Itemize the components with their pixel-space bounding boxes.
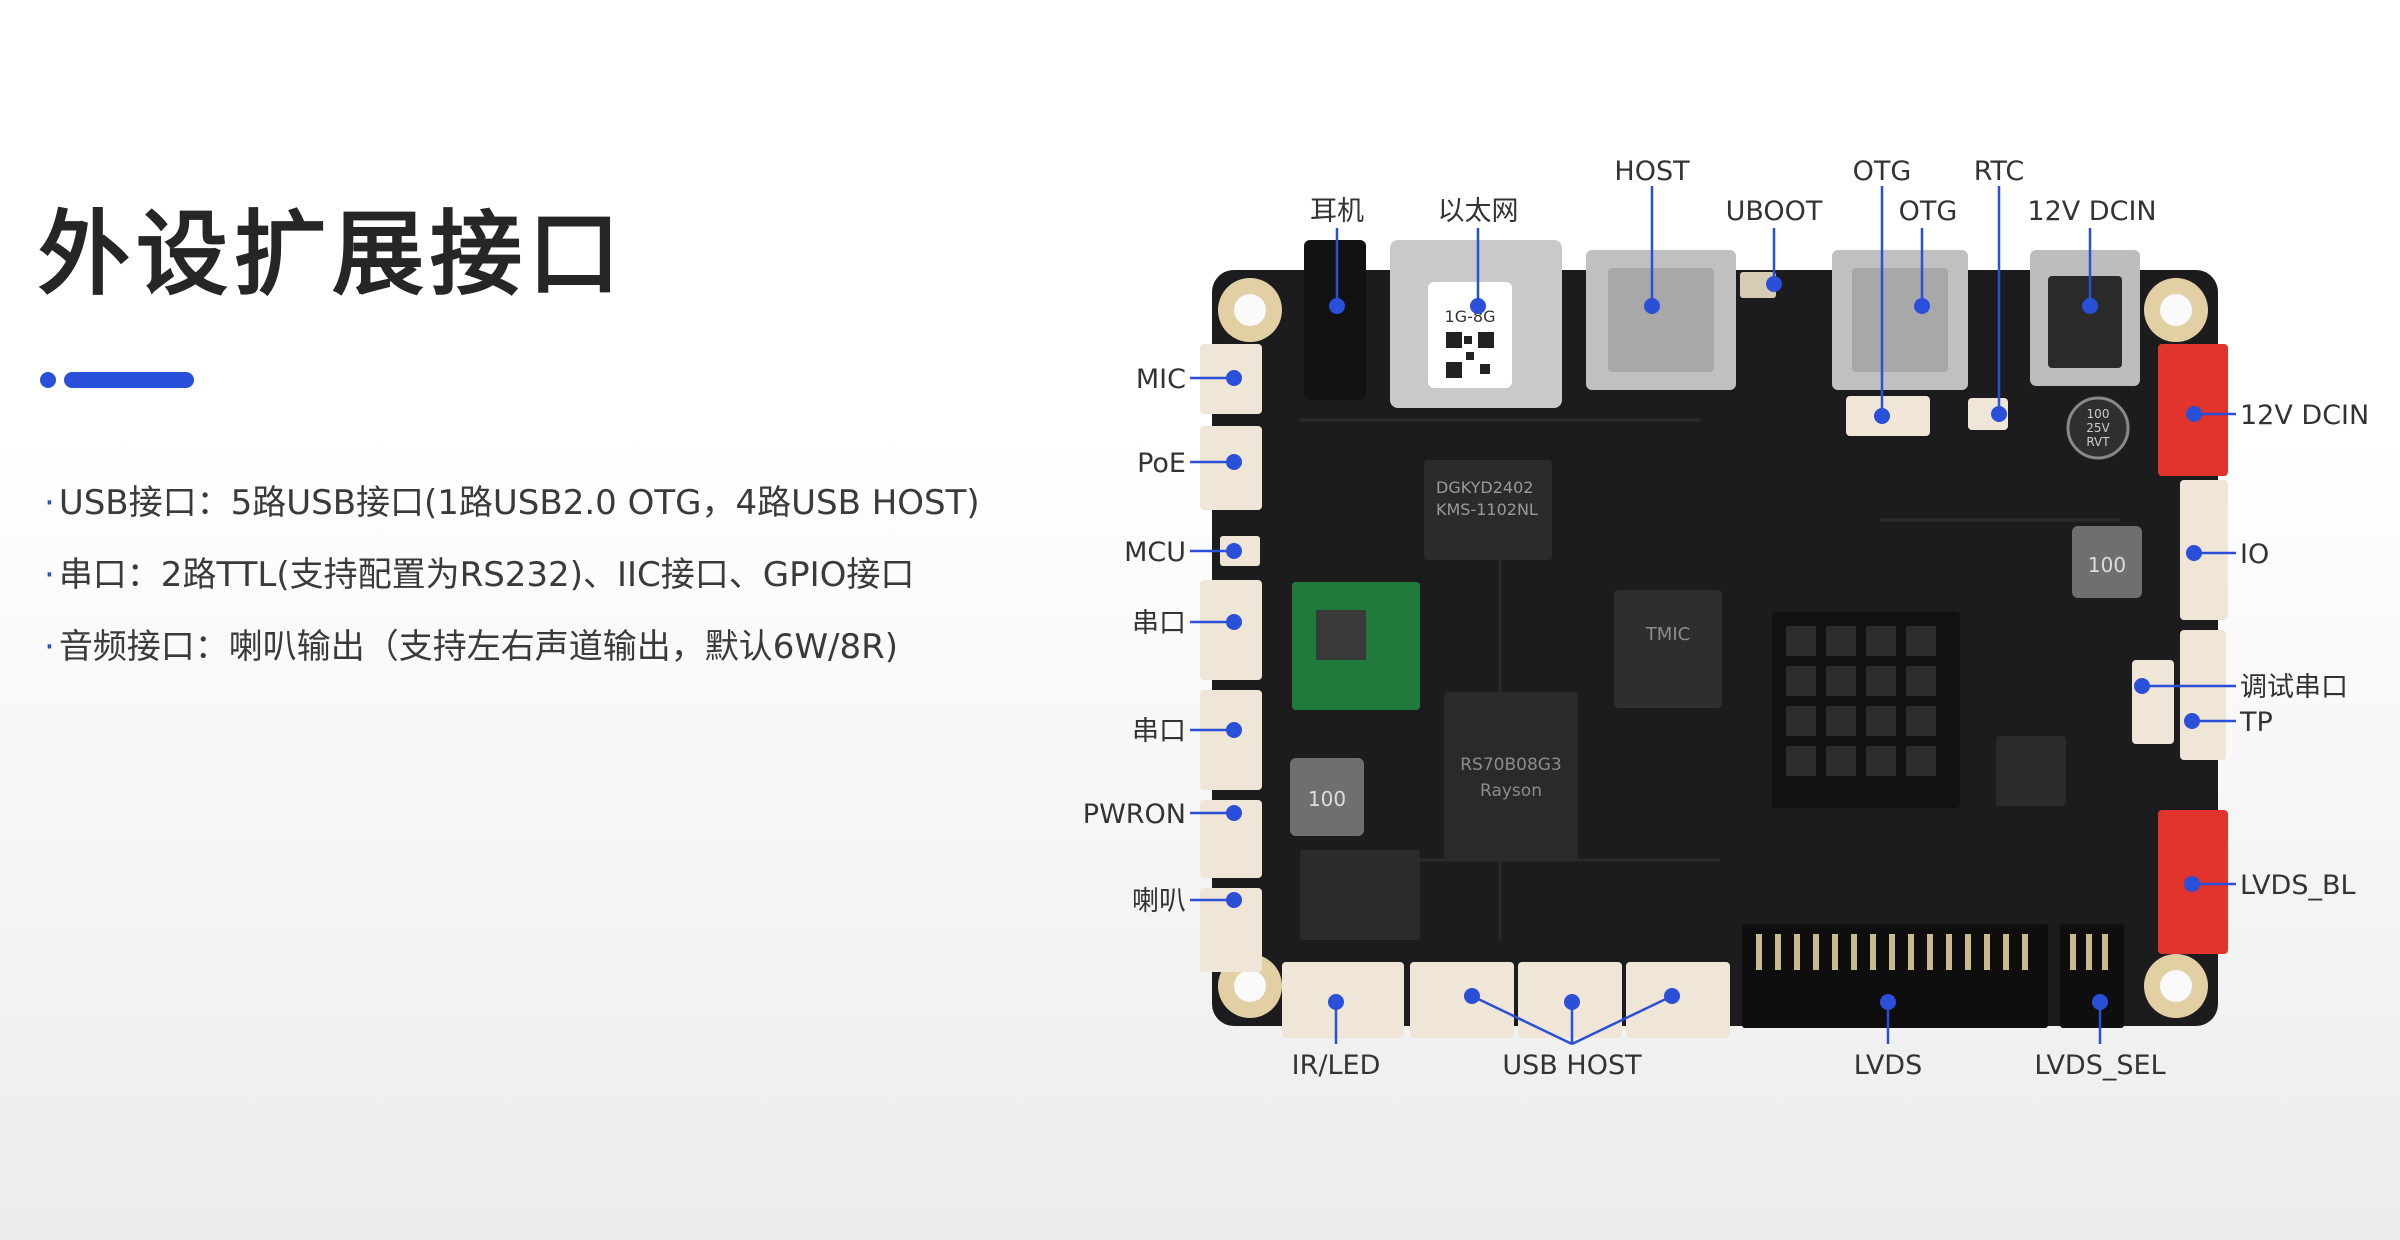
magjack-text-1: DGKYD2402 [1436,478,1533,497]
lvds-pin [1794,934,1800,970]
label-pwron: PWRON [1083,799,1186,830]
lvds-pin [1756,934,1762,970]
tp-connector [2180,630,2226,760]
lvds-pin [2022,934,2028,970]
feature-audio: ·音频接口：喇叭输出（支持左右声道输出，默认6W/8R) [44,627,899,667]
label-speaker: 喇叭 [1132,886,1186,917]
decoration-bar [64,372,194,388]
mounting-holes [1218,278,2208,1018]
electrolytic-cap [2066,396,2130,460]
ram-label-1: RS70B08G3 [1460,755,1562,775]
label-host: HOST [1614,156,1690,187]
lvds-pin [1851,934,1857,970]
lvds-pin [1870,934,1876,970]
soc-label: TMIC [1645,624,1690,645]
lvds-pin [1832,934,1838,970]
ethernet-magnetics [1424,460,1552,560]
lvds-header-pins [1756,934,2028,970]
lvds-pin [1927,934,1933,970]
inductor-right [2072,526,2142,598]
decoration-dot [40,372,56,388]
headphone-jack [1304,240,1366,400]
feature-usb: ·USB接口：5路USB接口(1路USB2.0 OTG，4路USB HOST) [44,483,980,523]
feature-list: ·USB接口：5路USB接口(1路USB2.0 OTG，4路USB HOST) … [44,478,980,694]
label-lvds: LVDS [1854,1050,1922,1081]
lvds-pin [1946,934,1952,970]
lvds-pin [1984,934,1990,970]
label-rtc: RTC [1974,156,2025,187]
audio-amp-chip [1300,850,1420,940]
callout-markers [1226,276,2202,1010]
lvds-pin [1775,934,1781,970]
qr-code [1446,332,1494,378]
ram-chip [1444,692,1578,860]
feature-usb-text: USB接口：5路USB接口(1路USB2.0 OTG，4路USB HOST) [58,483,980,523]
io-connector [2180,480,2228,620]
label-dcin-top: 12V DCIN [2027,196,2156,227]
label-debug-uart: 调试串口 [2240,672,2348,703]
lvds-pin [1965,934,1971,970]
lvds-pin [1889,934,1895,970]
heatsink-fins [1786,626,1936,776]
feature-uart-text: 串口：2路TTL(支持配置为RS232)、IIC接口、GPIO接口 [58,555,915,595]
cap-label-1: 100 [2087,407,2110,421]
ram-label-2: Rayson [1480,781,1542,801]
label-lvds-sel: LVDS_SEL [2034,1050,2165,1081]
lvds-sel-pins [2070,934,2108,970]
label-otg-top: OTG [1853,156,1912,187]
qr-label: 1G-8G [1445,307,1496,326]
magjack-text-2: KMS-1102NL [1436,500,1538,519]
left-connectors [1200,344,1262,972]
label-otg: OTG [1899,196,1958,227]
uboot-button [1740,272,1776,298]
lvds-pin [2003,934,2009,970]
inductor-left [1290,758,1364,836]
label-uart-2: 串口 [1132,716,1186,747]
label-io: IO [2240,539,2269,570]
cap-label-2: 25V [2086,421,2110,435]
label-poe: PoE [1137,448,1186,479]
qr-sticker [1428,282,1512,388]
inductor-right-label: 100 [2088,553,2126,577]
label-lvds-bl: LVDS_BL [2240,870,2356,901]
label-tp: TP [2239,707,2273,738]
label-usb-host: USB HOST [1502,1050,1642,1081]
label-dcin-right: 12V DCIN [2240,400,2369,431]
label-headphone: 耳机 [1310,196,1364,227]
page-title: 外设扩展接口 [38,201,627,308]
mcu-chip [1996,736,2066,806]
feature-audio-text: 音频接口：喇叭输出（支持左右声道输出，默认6W/8R) [58,627,899,667]
lvds-pin [1813,934,1819,970]
debug-uart-connector [2132,660,2174,744]
label-uart-1: 串口 [1132,608,1186,639]
cap-label-3: RVT [2086,435,2110,449]
feature-uart: ·串口：2路TTL(支持配置为RS232)、IIC接口、GPIO接口 [44,555,915,595]
label-ethernet: 以太网 [1438,196,1519,227]
lvds-pin [1908,934,1914,970]
label-uboot: UBOOT [1726,196,1823,227]
label-mic: MIC [1136,364,1186,395]
label-mcu: MCU [1124,537,1186,568]
soc-chip [1614,590,1722,708]
label-ir-led: IR/LED [1292,1050,1381,1081]
inductor-left-label: 100 [1308,787,1346,811]
